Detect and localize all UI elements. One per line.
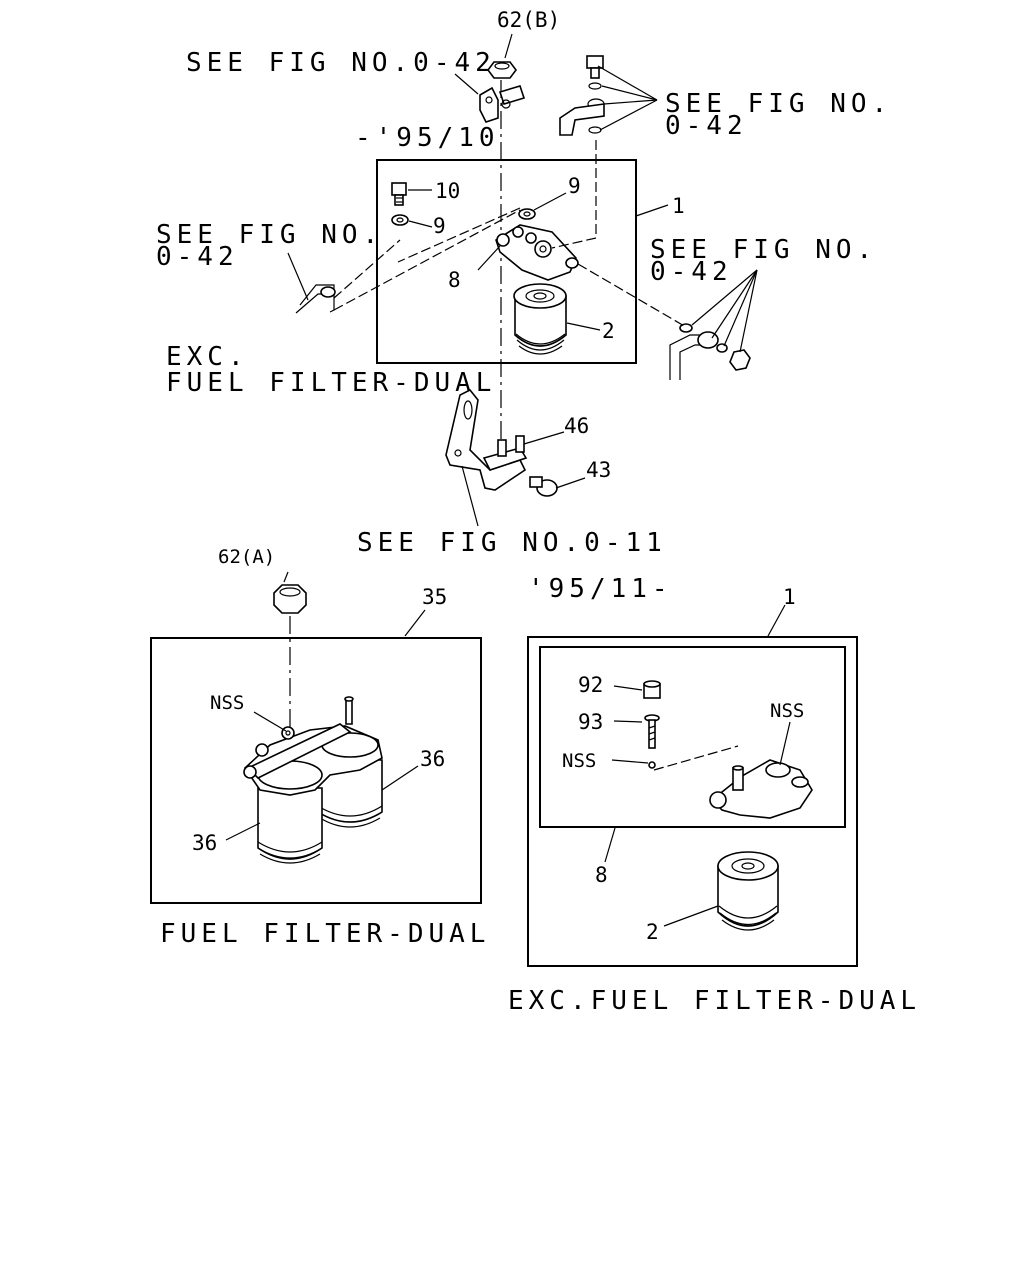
label-exc-2: FUEL FILTER-DUAL [166,368,496,398]
label-see-fig-left-2: 0-42 [156,242,239,272]
label-see-fig-011: SEE FIG NO.0-11 [357,528,667,558]
pipe-fittings-top-right [559,55,605,136]
label-see-fig-right-top-1: SEE FIG NO. [665,89,892,119]
check-ball [648,761,656,769]
leader-36b [225,822,261,841]
label-see-fig-left-1: SEE FIG NO. [156,220,383,250]
label-part-35: 35 [422,585,447,609]
label-part-43: 43 [586,458,611,482]
dual-filter-body [243,696,383,864]
labels: 62(B) SEE FIG NO.0-42 -'95/10 SEE FIG NO… [156,8,921,1016]
filter-head-8-top [495,224,579,281]
label-see-fig-right-top-2: 0-42 [665,111,748,141]
label-part-62b: 62(B) [497,8,560,32]
label-caption-dual: FUEL FILTER-DUAL [160,919,490,949]
washer-9-left [391,214,409,226]
label-part-9b: 9 [433,214,446,238]
leader-nss-c [779,721,791,766]
label-see-fig-right-mid-1: SEE FIG NO. [650,235,877,265]
filter-head-subframe [539,646,846,828]
label-part-92: 92 [578,673,603,697]
mounting-bracket [445,388,528,491]
filter-cartridge-2-top [513,283,567,355]
fuel-pipe-right [669,323,751,380]
label-part-nss-a: NSS [210,692,244,714]
label-part-nss-b: NSS [562,750,596,772]
bolt-10 [391,182,407,206]
cap-92 [643,680,661,699]
label-part-1b: 1 [783,585,796,609]
label-part-8b: 8 [595,863,608,887]
bolt-43 [529,476,558,497]
label-exc-1: EXC. [166,342,249,372]
screw-93 [644,714,660,749]
assembly-frame-top [376,159,637,364]
label-part-2a: 2 [602,319,615,343]
leader-see-fig-top [454,73,479,95]
label-part-9a: 9 [568,174,581,198]
clamp-bracket-top [479,85,526,123]
top-assembly [287,33,758,527]
leader-36a [381,765,419,791]
dual-filter-assembly [150,571,482,904]
nut-62b [487,61,517,79]
single-filter-assembly [527,604,858,967]
label-part-46: 46 [564,414,589,438]
label-part-36a: 36 [420,747,445,771]
label-see-fig-right-mid-2: 0-42 [650,257,733,287]
washer-9-top [518,208,536,220]
label-see-fig-top: SEE FIG NO.0-42 [186,48,496,78]
filter-head-8-bottom [709,759,813,819]
label-part-10: 10 [435,179,460,203]
assembly-frame-single [527,636,858,967]
fuel-pipe-left [295,284,336,314]
label-caption-exc-dual: EXC.FUEL FILTER-DUAL [508,986,921,1016]
label-date-after: '95/11- [528,574,673,604]
assembly-frame-dual [150,637,482,904]
label-date-before: -'95/10 [355,123,500,153]
label-part-2b: 2 [646,920,659,944]
label-part-8a: 8 [448,268,461,292]
label-part-36b: 36 [192,831,217,855]
label-part-62a: 62(A) [218,546,275,568]
filter-cartridge-2-bottom [717,851,779,931]
label-part-1a: 1 [672,194,685,218]
label-part-nss-c: NSS [770,700,804,722]
leader-62b [504,33,513,59]
leader-nss-a [253,711,287,732]
nut-62a [273,584,307,614]
label-part-93: 93 [578,710,603,734]
leader-8b [604,827,616,863]
